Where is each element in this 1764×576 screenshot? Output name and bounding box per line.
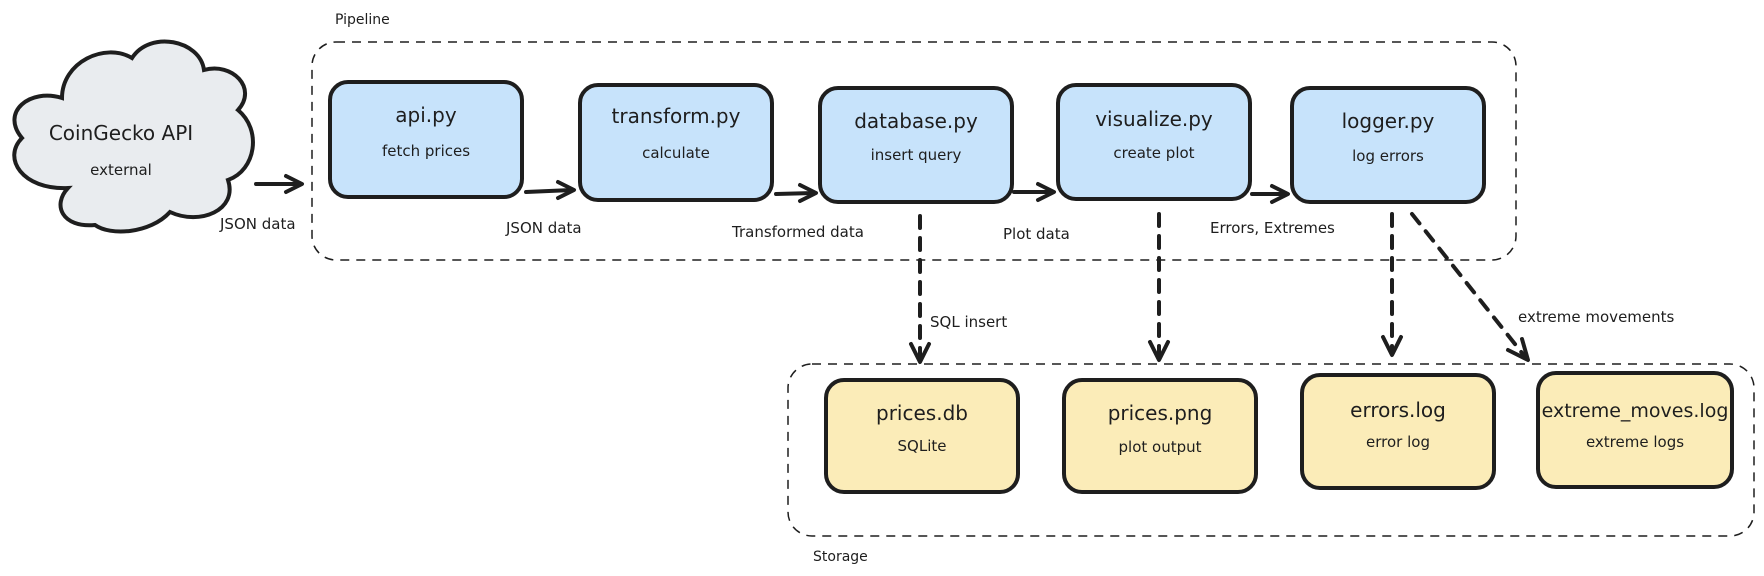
external-node-title: CoinGecko API bbox=[49, 121, 193, 145]
pipeline-node-logger: logger.py log errors bbox=[1290, 86, 1486, 204]
storage-node-subtitle: error log bbox=[1366, 433, 1430, 451]
storage-node-errors-log: errors.log error log bbox=[1300, 373, 1496, 490]
pipeline-node-title: database.py bbox=[854, 109, 978, 133]
pipeline-node-transform-box bbox=[578, 83, 774, 202]
edge-label-logger-to-extreme: extreme movements bbox=[1518, 308, 1675, 326]
arrowhead-icon bbox=[1270, 184, 1290, 204]
storage-node-title: errors.log bbox=[1350, 398, 1446, 422]
cloud-icon bbox=[12, 39, 255, 234]
arrow-transform-to-database bbox=[774, 183, 818, 203]
storage-node-errors-log-box bbox=[1300, 373, 1496, 490]
pipeline-node-database-box bbox=[818, 86, 1014, 204]
pipeline-node-visualize-box bbox=[1056, 83, 1252, 201]
arrowhead-icon bbox=[284, 174, 304, 194]
storage-node-subtitle: plot output bbox=[1119, 438, 1202, 456]
storage-node-prices-png: prices.png plot output bbox=[1062, 378, 1258, 494]
external-node-subtitle: external bbox=[90, 161, 152, 179]
storage-node-prices-db: prices.db SQLite bbox=[824, 378, 1020, 494]
pipeline-node-title: visualize.py bbox=[1095, 107, 1213, 131]
pipeline-node-subtitle: fetch prices bbox=[382, 142, 470, 160]
arrow-database-to-prices-db bbox=[909, 214, 931, 364]
pipeline-group: Pipeline bbox=[311, 12, 1517, 261]
arrow-logger-to-errors-log bbox=[1381, 212, 1403, 357]
pipeline-node-visualize: visualize.py create plot bbox=[1056, 83, 1252, 201]
arrowhead-icon bbox=[909, 342, 931, 364]
storage-node-prices-png-box bbox=[1062, 378, 1258, 494]
storage-group-label: Storage bbox=[813, 549, 868, 565]
pipeline-node-subtitle: log errors bbox=[1352, 147, 1424, 165]
storage-node-subtitle: extreme logs bbox=[1586, 433, 1684, 451]
arrowhead-icon bbox=[1148, 340, 1170, 362]
pipeline-node-title: transform.py bbox=[612, 104, 741, 128]
pipeline-node-transform: transform.py calculate bbox=[578, 83, 774, 202]
arrowhead-icon bbox=[1506, 337, 1530, 362]
edge-label-external-to-api: JSON data bbox=[219, 215, 296, 233]
external-node-coingecko-api: CoinGecko API external bbox=[12, 39, 255, 234]
edge-label-api-to-transform: JSON data bbox=[505, 219, 582, 237]
storage-node-extreme-moves-log: extreme_moves.log extreme logs bbox=[1536, 371, 1734, 489]
arrow-visualize-to-logger bbox=[1250, 184, 1290, 204]
arrowhead-icon bbox=[556, 180, 576, 200]
pipeline-node-subtitle: calculate bbox=[642, 144, 710, 162]
arrowhead-icon bbox=[1036, 182, 1056, 202]
edge-label-visualize-to-logger: Errors, Extremes bbox=[1210, 219, 1335, 237]
arrow-database-to-visualize bbox=[1012, 182, 1056, 202]
edge-label-transform-to-database: Transformed data bbox=[731, 223, 864, 241]
storage-group: Storage bbox=[787, 363, 1755, 565]
storage-group-frame bbox=[787, 363, 1755, 537]
storage-node-title: extreme_moves.log bbox=[1542, 400, 1729, 422]
pipeline-node-subtitle: insert query bbox=[871, 146, 962, 164]
storage-node-prices-db-box bbox=[824, 378, 1020, 494]
storage-node-subtitle: SQLite bbox=[898, 437, 947, 455]
pipeline-node-title: api.py bbox=[395, 103, 457, 127]
storage-node-extreme-moves-log-box bbox=[1536, 371, 1734, 489]
arrow-visualize-to-prices-png bbox=[1148, 212, 1170, 362]
storage-node-title: prices.db bbox=[876, 401, 968, 425]
arrow-api-to-transform bbox=[524, 180, 576, 200]
pipeline-group-label: Pipeline bbox=[335, 12, 390, 28]
pipeline-node-database: database.py insert query bbox=[818, 86, 1014, 204]
pipeline-node-title: logger.py bbox=[1342, 109, 1435, 133]
pipeline-node-api: api.py fetch prices bbox=[328, 80, 524, 199]
arrowhead-icon bbox=[798, 183, 818, 203]
edge-label-database-to-visualize: Plot data bbox=[1003, 225, 1070, 243]
edge-label-database-to-db: SQL insert bbox=[930, 313, 1007, 331]
pipeline-node-logger-box bbox=[1290, 86, 1486, 204]
storage-node-title: prices.png bbox=[1108, 401, 1213, 425]
arrowhead-icon bbox=[1381, 335, 1403, 357]
arrow-external-to-api bbox=[254, 174, 304, 194]
arrow-logger-to-extreme-moves-log bbox=[1410, 212, 1530, 362]
pipeline-node-api-box bbox=[328, 80, 524, 199]
pipeline-node-subtitle: create plot bbox=[1113, 144, 1194, 162]
pipeline-group-frame bbox=[311, 41, 1517, 261]
